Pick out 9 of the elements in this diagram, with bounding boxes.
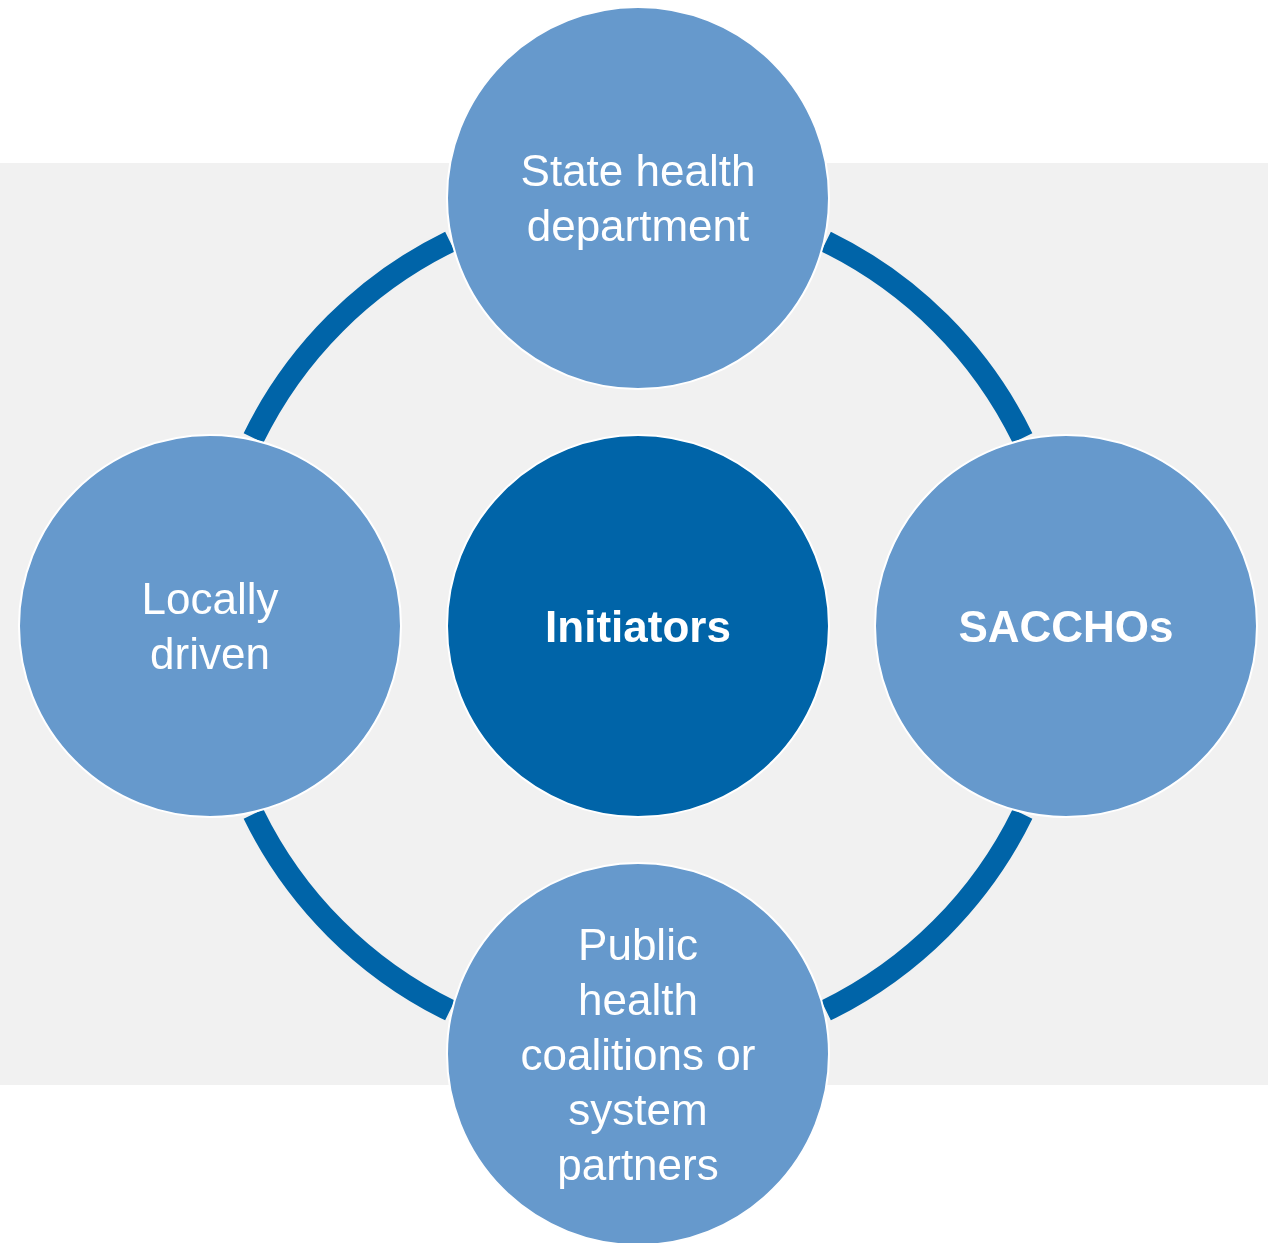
ring-connector [243, 231, 456, 444]
ring-connector [820, 808, 1033, 1021]
node-label: Locally driven [140, 573, 280, 680]
ring-connector [243, 808, 456, 1021]
node-label: Initiators [544, 600, 732, 653]
node-label: State health department [519, 145, 757, 252]
node-label: SACCHOs [957, 600, 1175, 653]
node-label: Public health coalitions or system partners [519, 918, 757, 1191]
ring-connector [820, 231, 1033, 444]
